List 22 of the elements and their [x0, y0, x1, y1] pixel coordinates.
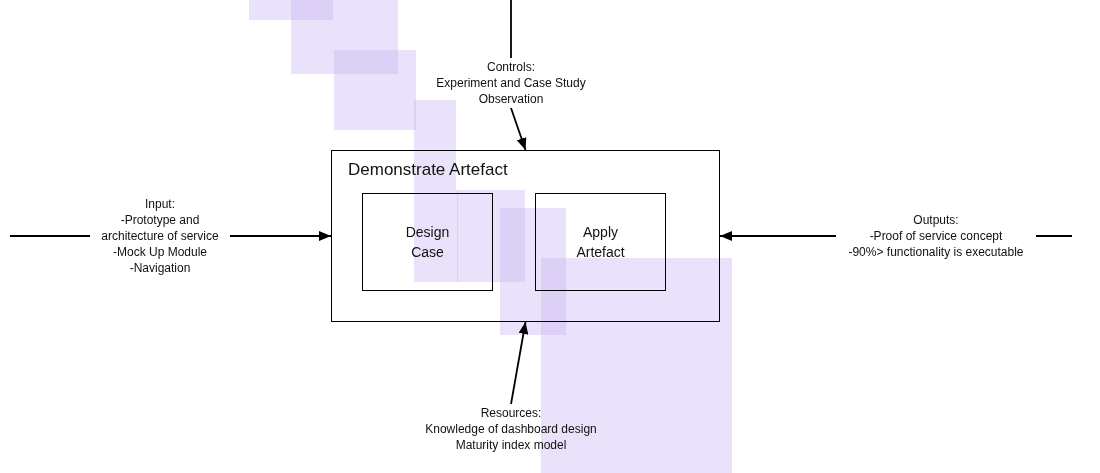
arrow [229, 231, 332, 241]
process-box [535, 193, 666, 291]
list-item: Experiment and Case Study Observation [435, 75, 587, 107]
list-item: -Proof of service concept [869, 228, 1003, 244]
list-item: Knowledge of dashboard design [425, 421, 597, 437]
box-label: Design Case [404, 223, 451, 262]
arrow [510, 107, 527, 151]
section-heading: Controls: [487, 59, 535, 75]
list-item: -Mock Up Module [113, 244, 207, 260]
list-item: -Navigation [129, 260, 191, 276]
section-heading: Resources: [480, 405, 542, 421]
process-box [362, 193, 493, 291]
process-box [331, 150, 720, 322]
arrow [510, 321, 529, 405]
box-title: Demonstrate Artefact [348, 159, 508, 181]
section-heading: Outputs: [913, 212, 959, 228]
arrow [719, 231, 837, 241]
box-label: Apply Artefact [575, 223, 626, 262]
list-item: -90%> functionality is executable [848, 244, 1024, 260]
list-item: -Prototype and architecture of service [100, 212, 220, 244]
section-heading: Input: [145, 196, 175, 212]
list-item: Maturity index model [455, 437, 567, 453]
